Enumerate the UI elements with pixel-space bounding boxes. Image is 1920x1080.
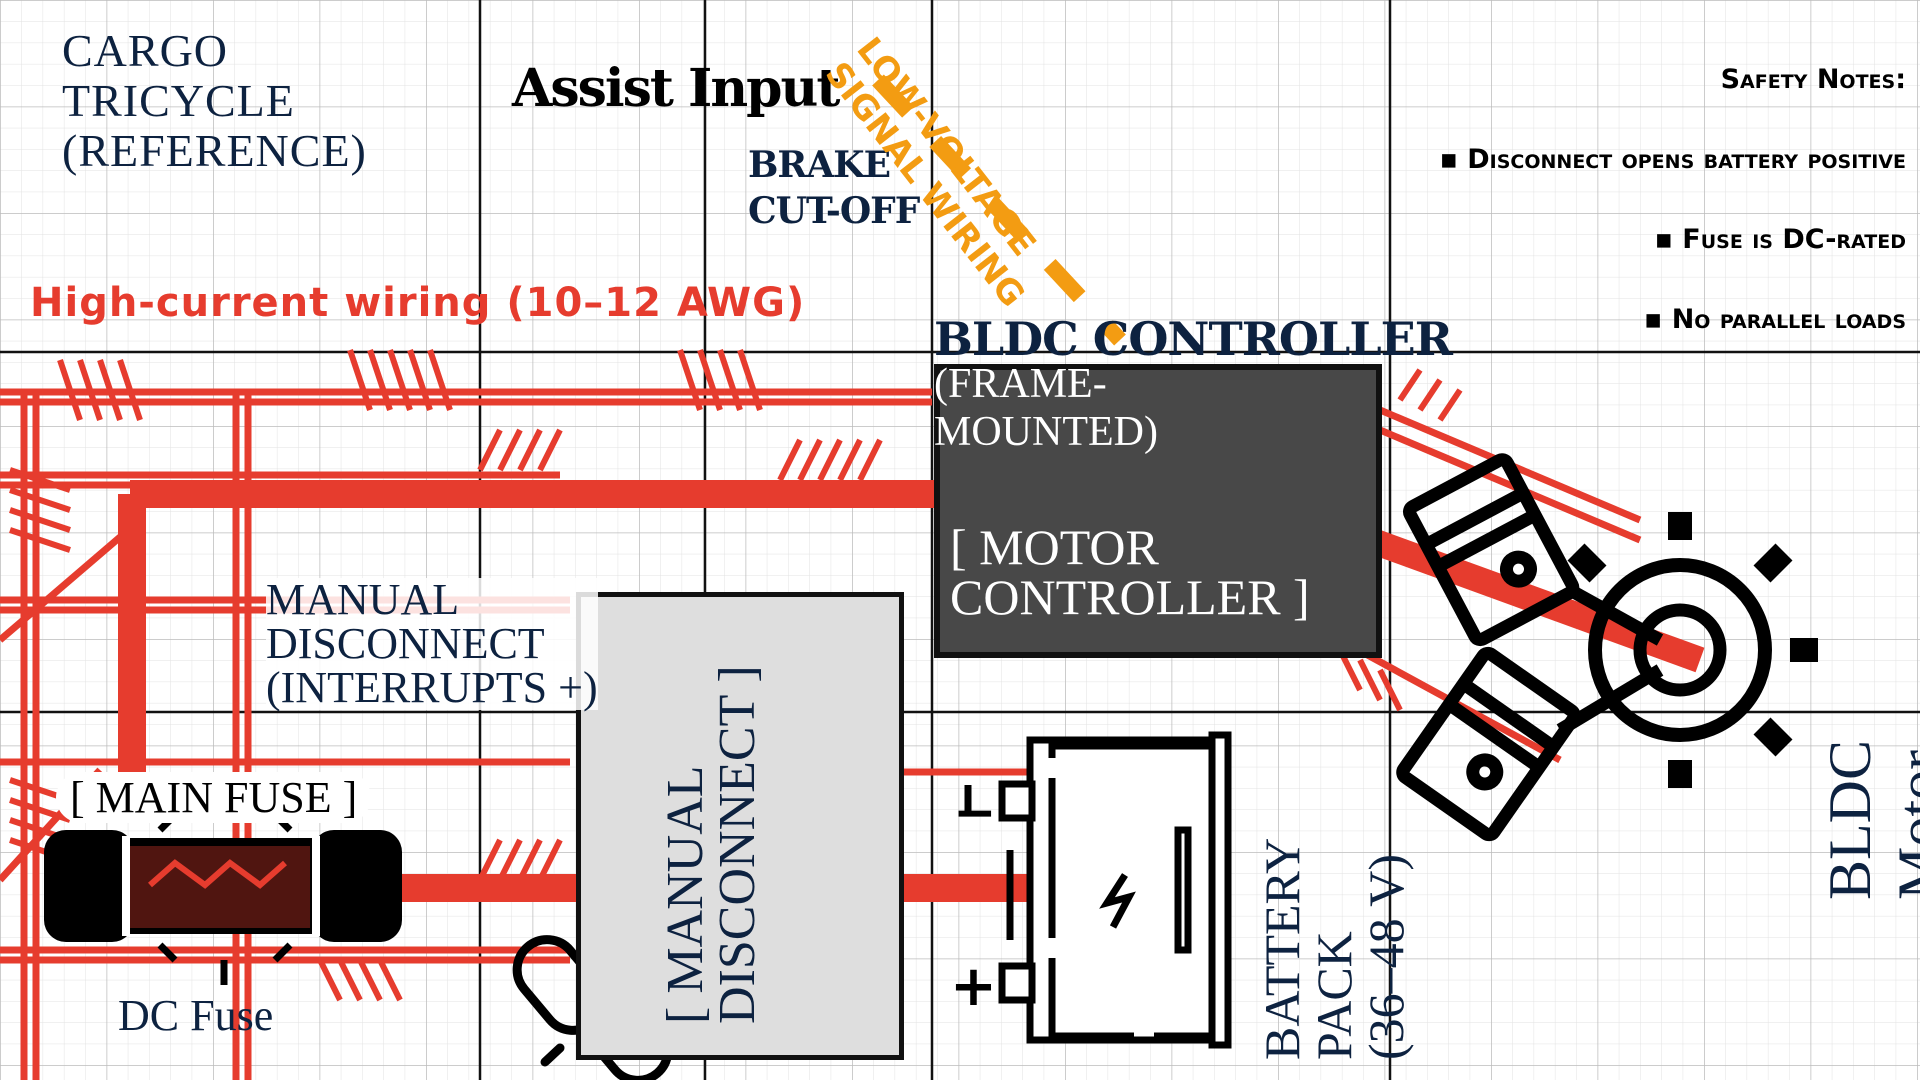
disconnect-box-label: [ MANUAL DISCONNECT ] — [657, 665, 766, 1024]
controller-box-label: [ MOTOR CONTROLLER ] — [950, 519, 1310, 625]
safety-note: ▪ No parallel loads — [1644, 304, 1906, 335]
safety-note: ▪ Fuse is DC-rated — [1654, 224, 1906, 255]
battery-pack-label: BATTERY PACK (36–48 V) — [1254, 837, 1414, 1060]
manual-disconnect-box — [576, 592, 904, 1060]
safety-notes: Safety Notes: ▪ Disconnect opens battery… — [1440, 20, 1906, 380]
main-fuse-label: [ MAIN FUSE ] — [56, 772, 372, 823]
battery-minus: − — [953, 783, 997, 843]
engine-gear-icon — [1396, 453, 1818, 842]
battery-plus: + — [950, 954, 997, 1019]
high-current-label: High-current wiring (10–12 AWG) — [30, 280, 806, 326]
controller-title: BLDC CONTROLLER — [934, 312, 1453, 366]
safety-heading: Safety Notes: — [1720, 64, 1906, 95]
controller-subtitle: (FRAME- MOUNTED) — [934, 361, 1158, 455]
battery-icon — [964, 731, 1232, 1049]
disconnect-note: MANUAL DISCONNECT (INTERRUPTS +) — [266, 575, 598, 712]
fuse-icon — [44, 812, 402, 985]
diagram-title: CARGO TRICYCLE (REFERENCE) — [62, 25, 367, 176]
low-voltage-signal-wire — [872, 74, 1126, 346]
bldc-motor-label: BLDC Motor — [1817, 739, 1920, 900]
motor-controller-box — [934, 364, 1382, 658]
dc-fuse-caption: DC Fuse — [118, 991, 274, 1040]
brake-cutoff-label: BRAKE CUT-OFF — [748, 144, 920, 232]
safety-note: ▪ Disconnect opens battery positive — [1439, 144, 1906, 175]
assist-input-label: Assist Input — [512, 58, 840, 119]
